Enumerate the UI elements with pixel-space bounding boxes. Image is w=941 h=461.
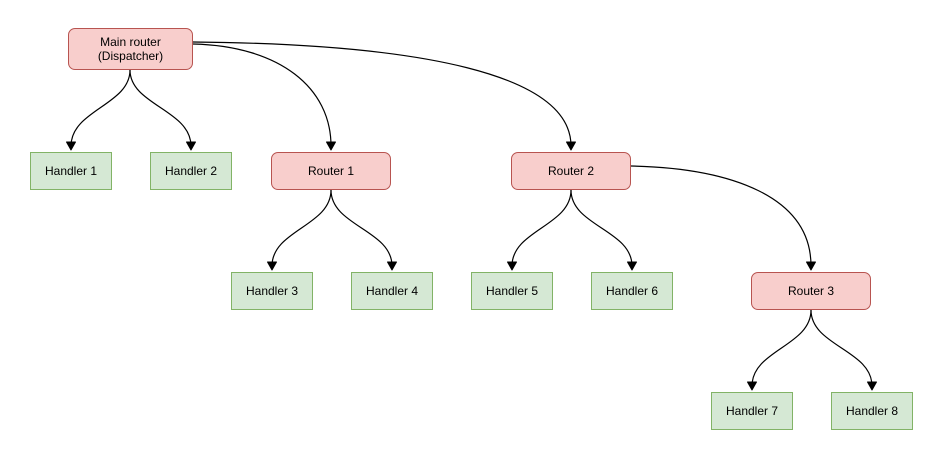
node-handler-4[interactable]: Handler 4 — [351, 272, 433, 310]
edge-router-3-to-handler-7 — [751, 309, 812, 387]
node-label-router-1: Router 1 — [307, 164, 355, 178]
edge-main-to-router-1-arrowhead — [326, 141, 336, 151]
node-label-handler-1: Handler 1 — [44, 164, 98, 178]
edge-router-1-to-handler-3-arrowhead — [267, 261, 277, 271]
node-label-handler-6: Handler 6 — [605, 284, 659, 298]
edge-router-1-to-handler-4-arrowhead — [387, 261, 397, 271]
edge-router-2-to-router-3 — [630, 165, 812, 267]
edge-main-to-router-1 — [192, 43, 332, 147]
edge-router-2-to-handler-6 — [570, 189, 633, 267]
edge-main-to-handler-1 — [70, 69, 131, 147]
node-label-handler-2: Handler 2 — [164, 164, 218, 178]
edge-main-to-handler-1-arrowhead — [66, 141, 76, 151]
edge-router-3-to-handler-8 — [810, 309, 873, 387]
node-handler-1[interactable]: Handler 1 — [30, 152, 112, 190]
node-label-handler-3: Handler 3 — [245, 284, 299, 298]
edge-router-2-to-handler-5 — [511, 189, 572, 267]
node-handler-8[interactable]: Handler 8 — [831, 392, 913, 430]
node-handler-5[interactable]: Handler 5 — [471, 272, 553, 310]
node-label-main-router: Main router (Dispatcher) — [97, 35, 164, 63]
node-label-router-3: Router 3 — [787, 284, 835, 298]
node-label-handler-8: Handler 8 — [845, 404, 899, 418]
edge-router-3-to-handler-7-arrowhead — [747, 381, 757, 391]
edge-router-3-to-handler-8-arrowhead — [867, 381, 877, 391]
node-label-handler-7: Handler 7 — [725, 404, 779, 418]
node-label-router-2: Router 2 — [547, 164, 595, 178]
edge-main-to-handler-2 — [129, 69, 192, 147]
edge-main-to-router-2-arrowhead — [566, 141, 576, 151]
node-label-handler-4: Handler 4 — [365, 284, 419, 298]
node-label-handler-5: Handler 5 — [485, 284, 539, 298]
node-main-router[interactable]: Main router (Dispatcher) — [68, 28, 193, 70]
node-handler-6[interactable]: Handler 6 — [591, 272, 673, 310]
edge-router-2-to-router-3-arrowhead — [806, 261, 816, 271]
edge-main-to-router-2 — [192, 41, 572, 147]
edge-router-2-to-handler-5-arrowhead — [507, 261, 517, 271]
node-router-1[interactable]: Router 1 — [271, 152, 391, 190]
node-handler-3[interactable]: Handler 3 — [231, 272, 313, 310]
edge-router-1-to-handler-3 — [271, 189, 332, 267]
node-router-2[interactable]: Router 2 — [511, 152, 631, 190]
node-router-3[interactable]: Router 3 — [751, 272, 871, 310]
node-handler-7[interactable]: Handler 7 — [711, 392, 793, 430]
edge-router-2-to-handler-6-arrowhead — [627, 261, 637, 271]
edge-router-1-to-handler-4 — [330, 189, 393, 267]
edge-main-to-handler-2-arrowhead — [186, 141, 196, 151]
node-handler-2[interactable]: Handler 2 — [150, 152, 232, 190]
